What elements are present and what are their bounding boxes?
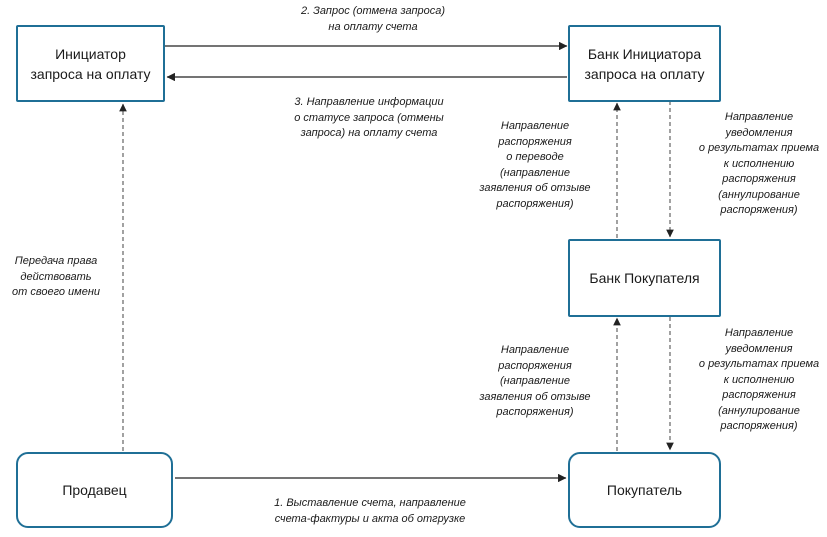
- label-notice-bottom-line-7: распоряжения): [720, 420, 798, 432]
- label-authority: Передача права действовать от своего име…: [0, 254, 112, 301]
- label-authority-line-1: Передача права: [14, 255, 98, 267]
- label-notice-bottom-line-4: к исполнению: [723, 373, 795, 386]
- node-buyer-bank: Банк Покупателя: [568, 239, 721, 317]
- label-order-bottom: Направление распоряжения (направление за…: [470, 343, 600, 421]
- label-notice-bottom-line-2: уведомления: [725, 342, 793, 355]
- label-notice-bottom: Направление уведомления о результатах пр…: [692, 326, 826, 435]
- label-order-bottom-line-4: заявления об отзыве: [479, 390, 591, 403]
- label-invoice: 1. Выставление счета, направление счета-…: [248, 496, 492, 527]
- label-order-bottom-line-2: распоряжения: [498, 359, 572, 372]
- label-status-info-line-3: запроса) на оплату счета: [300, 127, 438, 139]
- node-buyer-line-1: Покупатель: [606, 482, 683, 498]
- node-seller-line-1: Продавец: [62, 482, 127, 498]
- label-notice-top-line-6: (аннулирование: [718, 188, 800, 201]
- node-initiator-bank-line-2: запроса на оплату: [584, 65, 705, 82]
- label-order-transfer: Направление распоряжения о переводе (нап…: [470, 119, 600, 212]
- label-notice-top: Направление уведомления о результатах пр…: [692, 110, 826, 219]
- node-buyer-bank-line-1: Банк Покупателя: [589, 270, 700, 286]
- label-invoice-line-1: 1. Выставление счета, направление: [274, 497, 466, 509]
- label-order-transfer-line-4: (направление: [500, 166, 570, 179]
- node-buyer: Покупатель: [568, 452, 721, 528]
- label-order-transfer-line-2: распоряжения: [498, 135, 572, 148]
- node-initiator-line-2: запроса на оплату: [30, 65, 151, 82]
- label-order-transfer-line-6: распоряжения): [496, 197, 574, 210]
- label-notice-top-line-7: распоряжения): [720, 204, 798, 216]
- label-request: 2. Запрос (отмена запроса) на оплату сче…: [253, 4, 493, 35]
- label-authority-line-2: действовать: [20, 270, 92, 283]
- label-order-transfer-line-5: заявления об отзыве: [479, 182, 591, 194]
- label-authority-line-3: от своего имени: [12, 286, 100, 298]
- node-initiator-bank-line-1: Банк Инициатора: [587, 45, 702, 62]
- label-request-line-2: на оплату счета: [328, 20, 418, 33]
- node-initiator-line-1: Инициатор: [55, 45, 126, 62]
- label-notice-top-line-3: о результатах приема: [698, 142, 820, 154]
- node-initiator-bank: Банк Инициатора запроса на оплату: [568, 25, 721, 102]
- label-request-line-1: 2. Запрос (отмена запроса): [300, 5, 446, 17]
- label-status-info-line-2: о статусе запроса (отмены: [294, 111, 444, 124]
- label-order-bottom-line-3: (направление: [500, 375, 570, 387]
- label-invoice-line-2: счета-фактуры и акта об отгрузке: [274, 512, 466, 525]
- label-status-info: 3. Направление информации о статусе запр…: [249, 95, 489, 142]
- label-order-bottom-line-1: Направление: [500, 344, 570, 356]
- label-notice-bottom-line-6: (аннулирование: [718, 404, 800, 417]
- label-notice-top-line-2: уведомления: [725, 126, 793, 139]
- label-notice-top-line-5: распоряжения: [722, 173, 796, 185]
- label-notice-top-line-1: Направление: [724, 111, 794, 123]
- label-status-info-line-1: 3. Направление информации: [294, 96, 444, 108]
- label-order-transfer-line-3: о переводе: [506, 151, 564, 163]
- label-notice-bottom-line-5: распоряжения: [722, 389, 796, 401]
- node-initiator: Инициатор запроса на оплату: [16, 25, 165, 102]
- node-seller: Продавец: [16, 452, 173, 528]
- label-notice-bottom-line-1: Направление: [724, 327, 794, 339]
- label-notice-bottom-line-3: о результатах приема: [698, 358, 820, 370]
- label-notice-top-line-4: к исполнению: [723, 157, 795, 170]
- label-order-bottom-line-5: распоряжения): [496, 406, 574, 418]
- label-order-transfer-line-1: Направление: [500, 120, 570, 132]
